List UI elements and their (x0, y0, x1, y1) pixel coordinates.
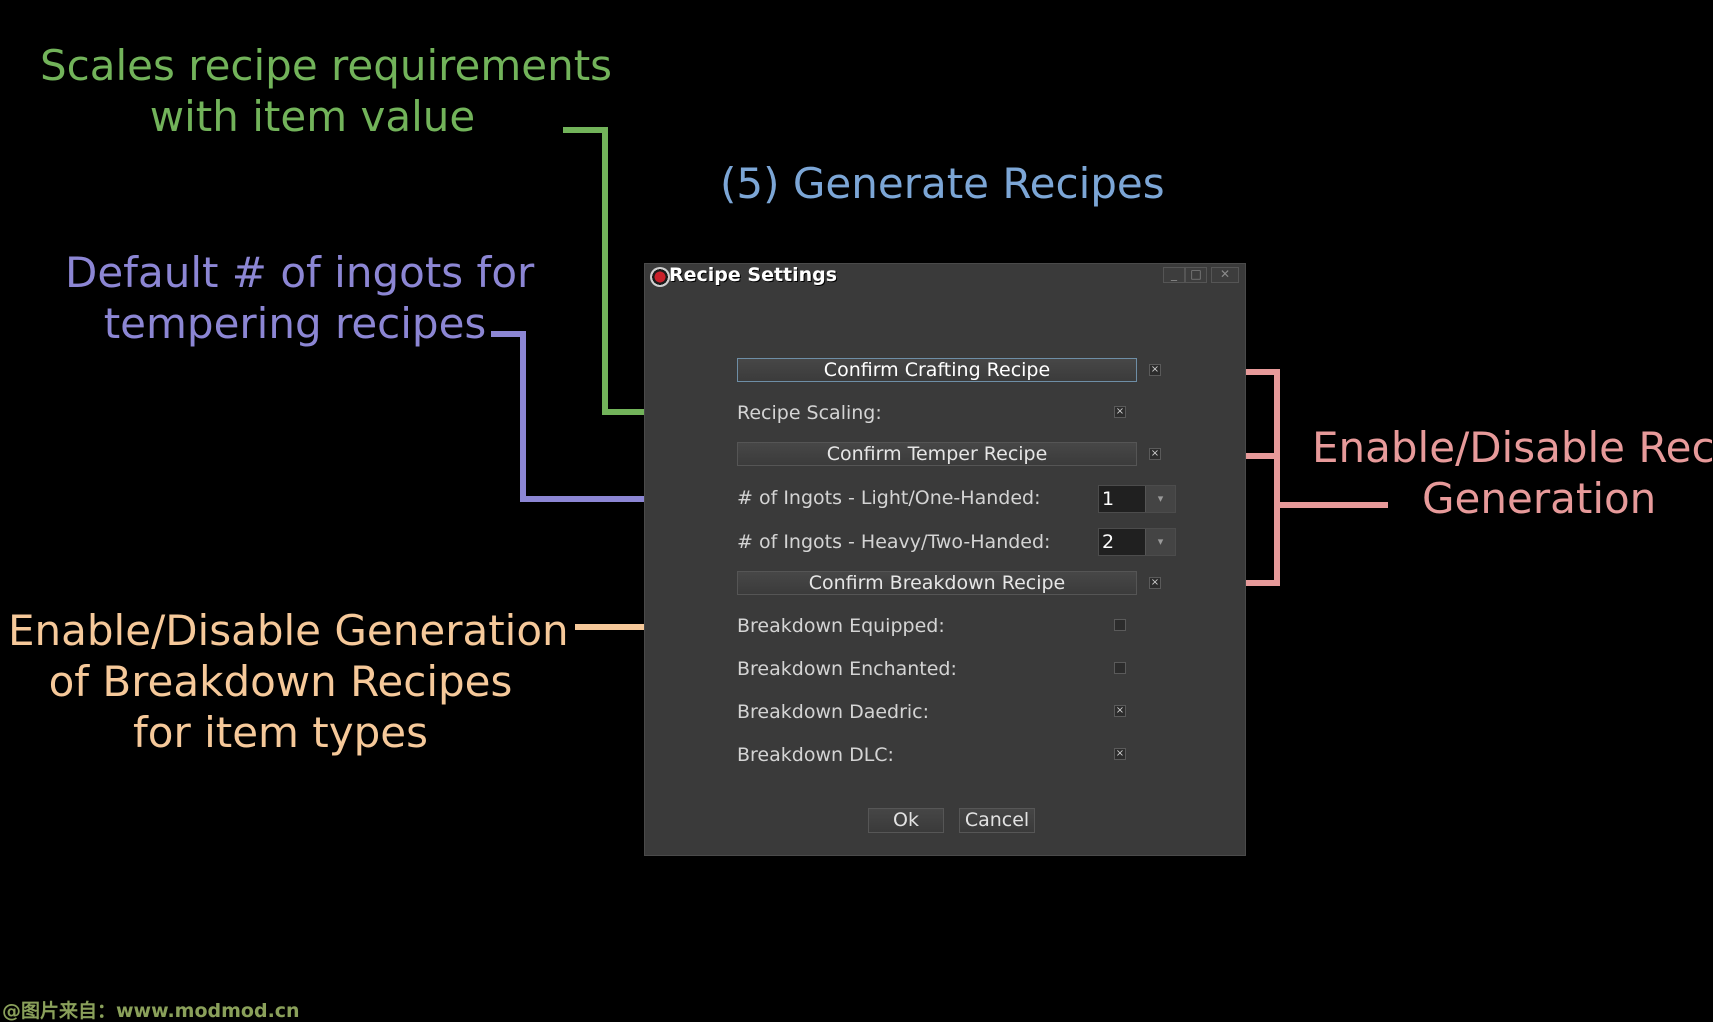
chevron-down-icon[interactable]: ▾ (1145, 486, 1175, 512)
ingots-heavy-label: # of Ingots - Heavy/Two-Handed: (737, 531, 1051, 553)
annotation-ingots-line1: Default # of ingots for (65, 248, 535, 297)
ingots-light-value: 1 (1102, 488, 1115, 510)
annotation-ingots: Default # of ingots for tempering recipe… (65, 247, 535, 349)
ingots-light-select[interactable]: 1 ▾ (1098, 485, 1176, 513)
annotation-enable-recipe-line2: Generation (1422, 474, 1657, 524)
breakdown-enchanted-checkbox[interactable] (1114, 662, 1126, 674)
annotation-scaling-line1: Scales recipe requirements (40, 41, 613, 90)
breakdown-dlc-checkbox[interactable]: × (1114, 748, 1126, 760)
confirm-breakdown-recipe-checkbox[interactable]: × (1149, 577, 1161, 589)
annotation-breakdown: Enable/Disable Generation of Breakdown R… (8, 605, 569, 759)
confirm-crafting-recipe-button[interactable]: Confirm Crafting Recipe (737, 358, 1137, 382)
breakdown-daedric-label: Breakdown Daedric: (737, 701, 930, 723)
annotation-enable-recipe-line1: Enable/Disable Reci (1312, 423, 1713, 472)
confirm-breakdown-recipe-button[interactable]: Confirm Breakdown Recipe (737, 571, 1137, 595)
minimize-button[interactable]: _ (1163, 267, 1185, 283)
breakdown-daedric-checkbox[interactable]: × (1114, 705, 1126, 717)
maximize-button[interactable]: □ (1185, 267, 1207, 283)
ingots-light-label: # of Ingots - Light/One-Handed: (737, 487, 1041, 509)
confirm-temper-recipe-checkbox[interactable]: × (1149, 448, 1161, 460)
title-bar[interactable]: Recipe Settings _ □ ✕ (645, 264, 1245, 290)
annotation-scaling-line2: with item value (149, 92, 476, 142)
ok-button[interactable]: Ok (868, 808, 944, 833)
cancel-button[interactable]: Cancel (959, 808, 1035, 833)
confirm-crafting-recipe-checkbox[interactable]: × (1149, 364, 1161, 376)
chevron-down-icon[interactable]: ▾ (1145, 529, 1175, 555)
recipe-scaling-label: Recipe Scaling: (737, 402, 882, 424)
dialog-title: Recipe Settings (669, 264, 838, 286)
breakdown-equipped-label: Breakdown Equipped: (737, 615, 945, 637)
annotation-generate: (5) Generate Recipes (720, 158, 1165, 209)
annotation-enable-recipe: Enable/Disable Reci Generation (1312, 422, 1713, 524)
recipe-scaling-checkbox[interactable]: × (1114, 406, 1126, 418)
recipe-settings-dialog: Recipe Settings _ □ ✕ Confirm Crafting R… (644, 263, 1246, 856)
annotation-breakdown-line2: of Breakdown Recipes (48, 657, 513, 707)
breakdown-equipped-checkbox[interactable] (1114, 619, 1126, 631)
ingots-heavy-value: 2 (1102, 531, 1115, 553)
ingots-heavy-select[interactable]: 2 ▾ (1098, 528, 1176, 556)
annotation-scaling: Scales recipe requirements with item val… (40, 40, 613, 142)
breakdown-enchanted-label: Breakdown Enchanted: (737, 658, 957, 680)
annotation-breakdown-line1: Enable/Disable Generation (8, 606, 569, 655)
annotation-breakdown-line3: for item types (132, 708, 429, 758)
app-icon (650, 267, 670, 287)
close-button[interactable]: ✕ (1211, 267, 1239, 283)
watermark-text: @图片来自：www.modmod.cn (2, 1000, 300, 1022)
confirm-temper-recipe-button[interactable]: Confirm Temper Recipe (737, 442, 1137, 466)
annotation-ingots-line2: tempering recipes (103, 299, 487, 349)
breakdown-dlc-label: Breakdown DLC: (737, 744, 894, 766)
annotation-generate-text: (5) Generate Recipes (720, 159, 1165, 208)
